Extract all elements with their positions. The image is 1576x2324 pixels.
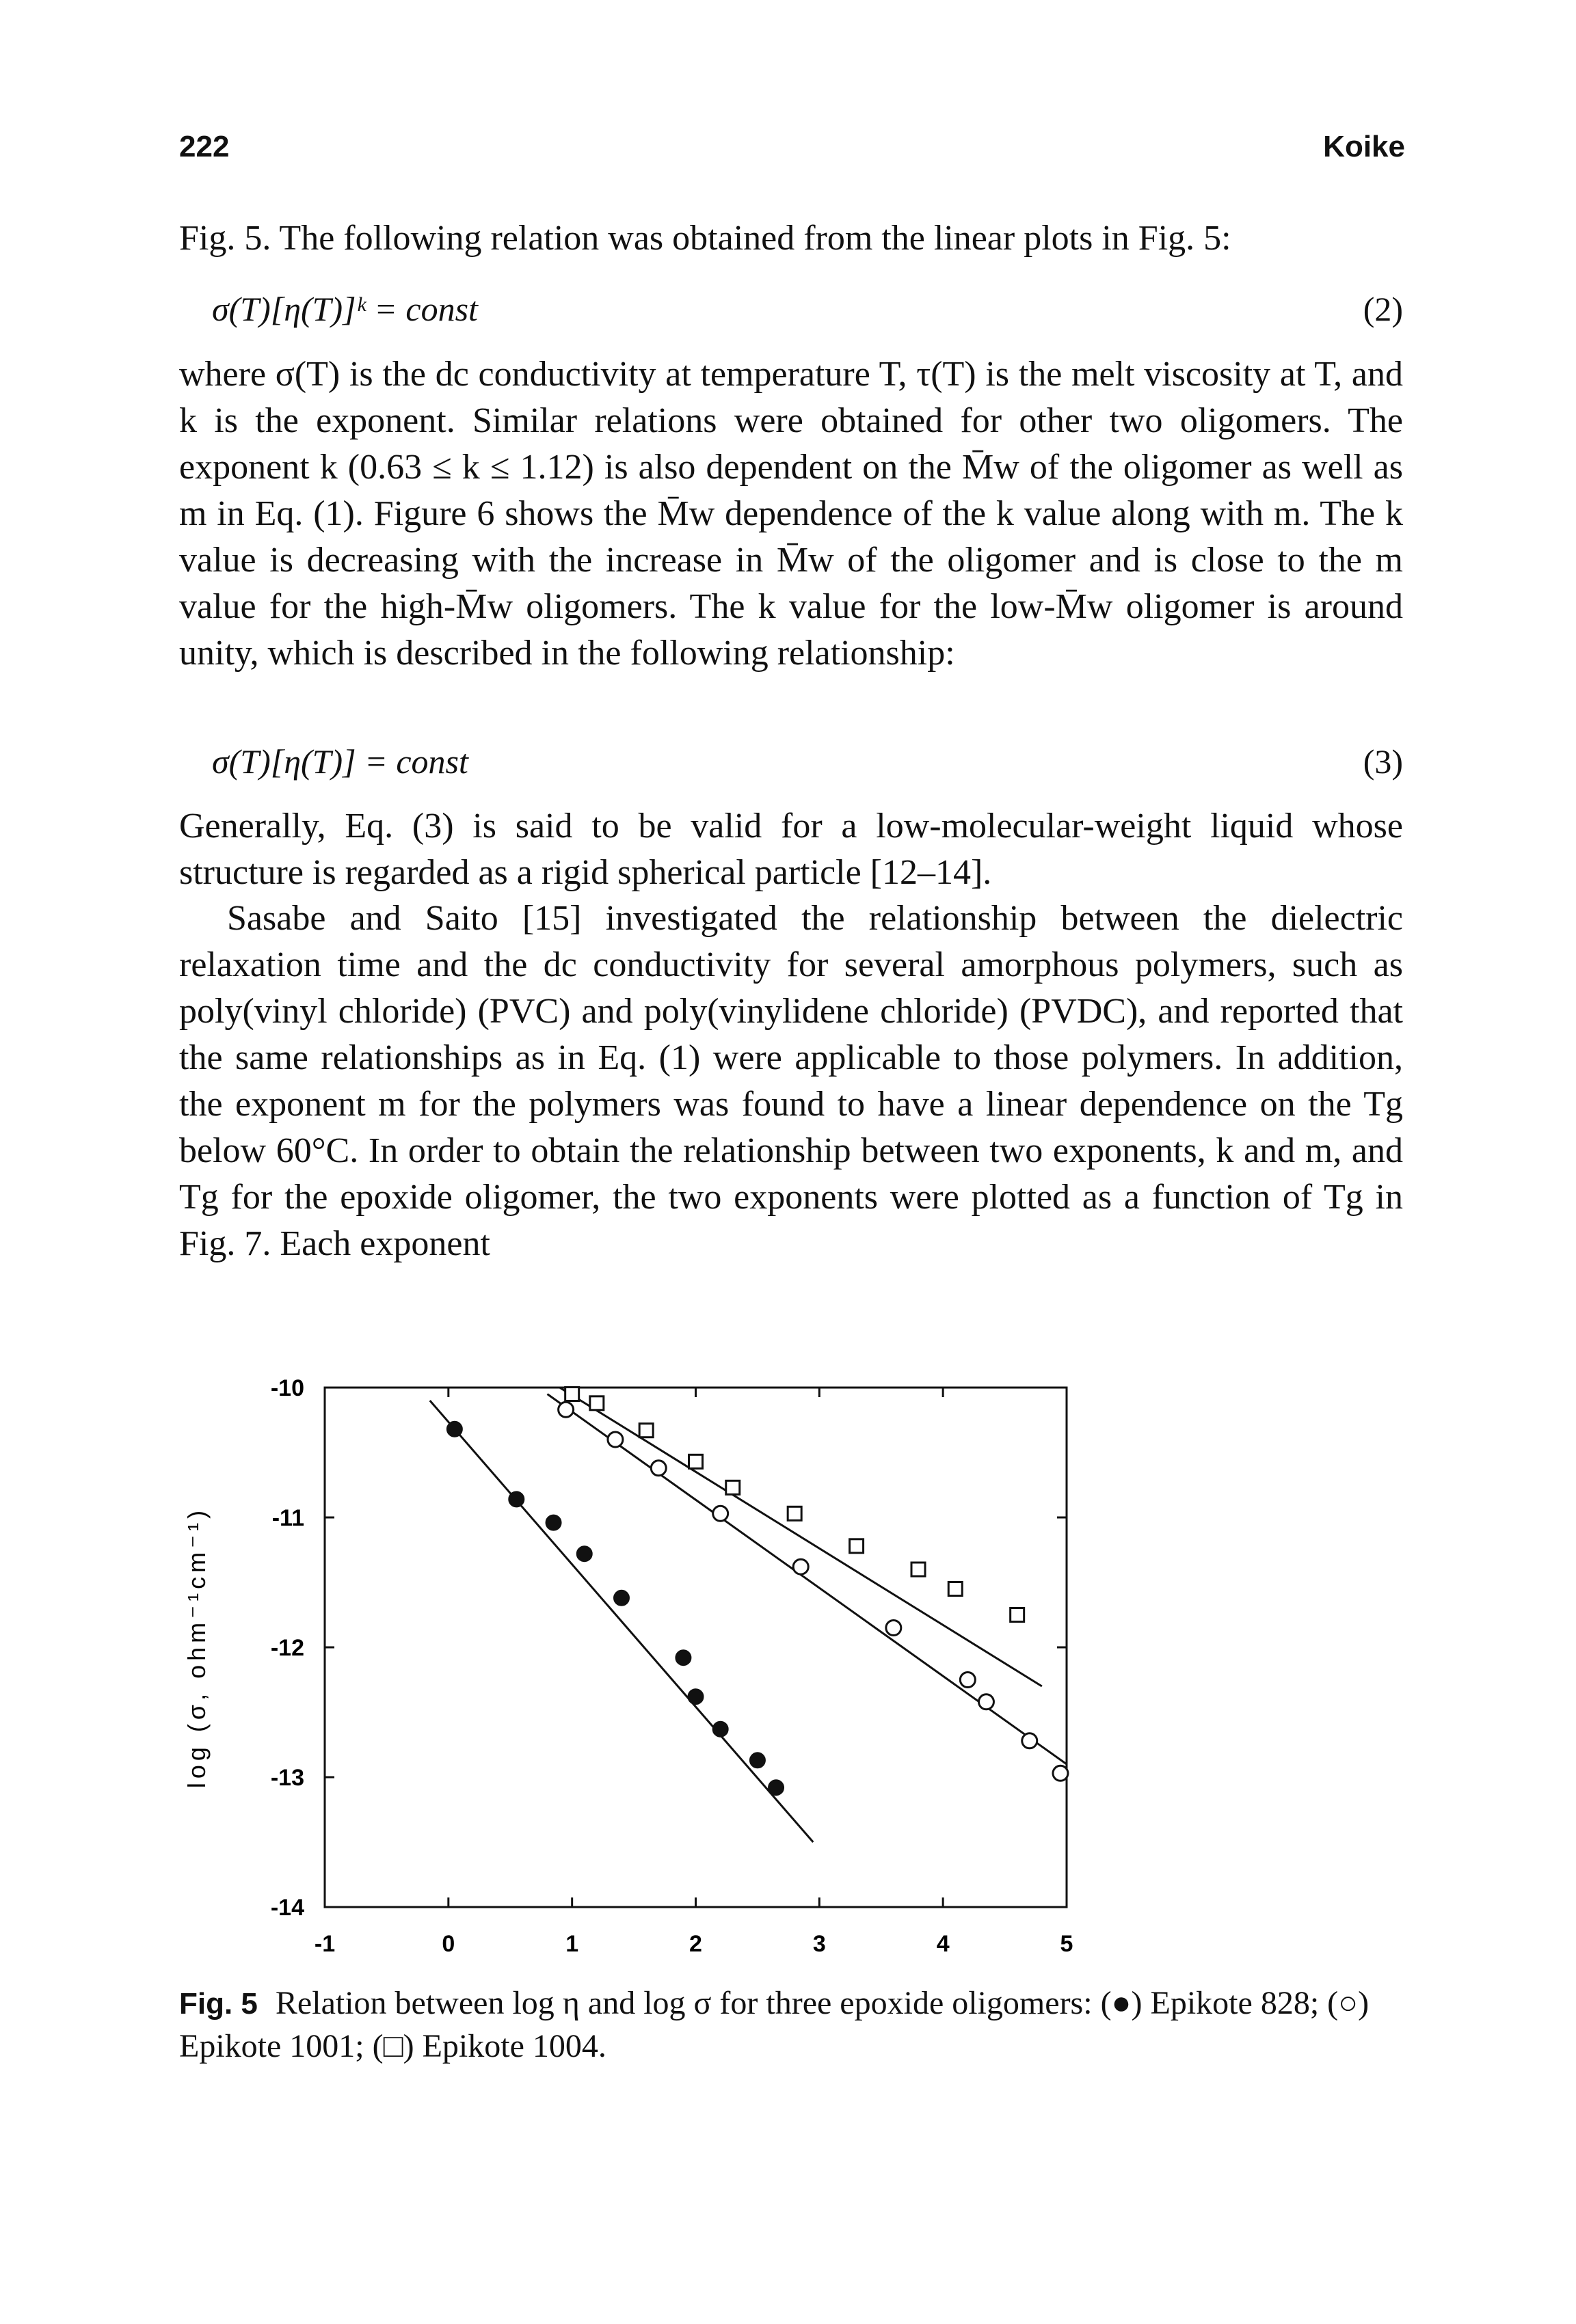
y-tick-label: -13 [271, 1765, 304, 1791]
fit-line-series-1 [429, 1400, 814, 1843]
x-tick-label: 4 [937, 1931, 950, 1957]
fit-line-series-3 [559, 1386, 1043, 1688]
equation-2: σ(T)[η(T)]ᵏ = const (2) [212, 289, 1403, 337]
data-point-epikote-1004 [786, 1505, 803, 1522]
data-point-epikote-1004 [849, 1538, 865, 1554]
data-point-epikote-1004 [564, 1386, 580, 1402]
data-point-epikote-1001 [885, 1619, 903, 1636]
data-point-epikote-828 [545, 1514, 562, 1531]
paragraph-3: Generally, Eq. (3) is said to be valid f… [179, 803, 1403, 896]
data-point-epikote-1004 [589, 1395, 605, 1411]
paragraph-2-text: where σ(T) is the dc conductivity at tem… [179, 355, 1403, 673]
data-point-epikote-828 [712, 1720, 729, 1738]
data-point-epikote-1001 [977, 1693, 995, 1711]
data-point-epikote-1001 [1021, 1732, 1039, 1750]
data-point-epikote-828 [675, 1649, 692, 1666]
data-point-epikote-1001 [650, 1459, 667, 1477]
data-point-epikote-1004 [688, 1453, 704, 1470]
caption-text: Relation between log η and log σ for thr… [179, 1985, 1370, 2064]
data-point-epikote-828 [687, 1688, 704, 1705]
paragraph-1: Fig. 5. The following relation was obtai… [179, 215, 1403, 262]
paragraph-2: where σ(T) is the dc conductivity at tem… [179, 351, 1403, 677]
paragraph-3-text: Generally, Eq. (3) is said to be valid f… [179, 807, 1403, 892]
equation-2-expression: σ(T)[η(T)]ᵏ = const [212, 290, 478, 328]
y-tick-label: -11 [272, 1505, 304, 1531]
data-point-epikote-828 [576, 1545, 593, 1563]
x-tick-label: 0 [442, 1931, 455, 1957]
paragraph-4: Sasabe and Saito [15] investigated the r… [179, 895, 1403, 1267]
x-tick-label: 2 [689, 1931, 702, 1957]
caption-label: Fig. 5 [179, 1987, 258, 2021]
x-tick-label: -1 [315, 1931, 335, 1957]
data-point-epikote-828 [446, 1420, 463, 1437]
data-point-epikote-1004 [1009, 1607, 1026, 1623]
chart-points [446, 1386, 1069, 1796]
y-axis-label: log (σ, ohm⁻¹cm⁻¹) [183, 1506, 211, 1788]
data-point-epikote-828 [508, 1491, 525, 1508]
y-tick-label: -10 [271, 1375, 304, 1401]
running-title: Koike [1323, 130, 1405, 163]
page-number: 222 [179, 130, 230, 163]
data-point-epikote-1001 [712, 1504, 730, 1522]
equation-3-expression: σ(T)[η(T)] = const [212, 742, 468, 781]
data-point-epikote-1001 [792, 1558, 810, 1576]
data-point-epikote-1004 [947, 1581, 963, 1597]
x-tick-label: 1 [565, 1931, 578, 1957]
data-point-epikote-828 [613, 1589, 630, 1606]
x-tick-label: 5 [1060, 1931, 1073, 1957]
data-point-epikote-1001 [1052, 1764, 1069, 1782]
equation-3-number: (3) [1363, 742, 1403, 781]
equation-2-number: (2) [1363, 290, 1403, 328]
data-point-epikote-1004 [638, 1422, 654, 1439]
paragraph-4-text: Sasabe and Saito [15] investigated the r… [179, 899, 1403, 1263]
paragraph-1-text: Fig. 5. The following relation was obtai… [179, 219, 1231, 258]
data-point-epikote-1004 [725, 1479, 741, 1496]
data-point-epikote-1001 [557, 1401, 575, 1418]
equation-3: σ(T)[η(T)] = const (3) [212, 742, 1403, 789]
data-point-epikote-1001 [606, 1431, 624, 1448]
x-tick-label: 3 [813, 1931, 826, 1957]
data-point-epikote-828 [749, 1752, 766, 1769]
data-point-epikote-1004 [910, 1561, 926, 1578]
y-tick-label: -14 [271, 1895, 304, 1921]
data-point-epikote-828 [768, 1779, 785, 1796]
data-point-epikote-1001 [959, 1671, 976, 1688]
y-tick-label: -12 [271, 1635, 304, 1661]
chart-fit-lines [429, 1386, 1067, 1843]
